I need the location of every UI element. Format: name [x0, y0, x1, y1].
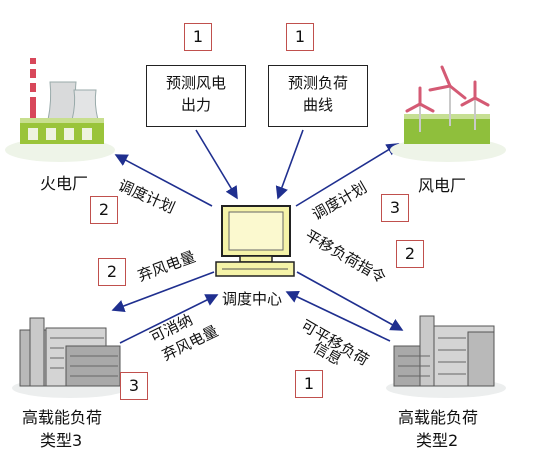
- wind-farm-label: 风电厂: [418, 176, 467, 195]
- badge-load-forecast: 1: [286, 23, 314, 51]
- computer-icon: [215, 205, 295, 277]
- wind-forecast-box: 预测风电 出力: [146, 65, 246, 127]
- thermal-plant-label: 火电厂: [40, 174, 89, 193]
- wind-farm-icon: [390, 65, 506, 162]
- arrow-schedule-wind: [295, 143, 400, 207]
- flow-arrows: [111, 129, 404, 344]
- load-forecast-line1: 预测负荷: [287, 74, 348, 92]
- badge-schedule-thermal: 2: [90, 196, 118, 224]
- badge-absorb: 3: [120, 372, 148, 400]
- load-type2-line2: 类型2: [416, 431, 459, 450]
- badge-shift-cmd: 2: [396, 240, 424, 268]
- factory-type2-icon: [386, 315, 506, 398]
- wind-forecast-line1: 预测风电: [165, 74, 226, 92]
- load-forecast-line2: 曲线: [302, 96, 333, 114]
- thermal-plant-icon: [5, 58, 115, 162]
- arrow-shift-cmd: [296, 271, 404, 331]
- arrow-schedule-thermal: [114, 154, 213, 207]
- arrow-shift-info: [285, 291, 391, 342]
- badge-shift-info: 1: [295, 370, 323, 398]
- badge-curtailment: 2: [98, 258, 126, 286]
- load-type2-line1: 高载能负荷: [398, 408, 479, 427]
- arrow-load-forecast: [275, 129, 304, 200]
- dispatch-center-label: 调度中心: [222, 290, 283, 308]
- badge-wind-forecast: 1: [184, 23, 212, 51]
- load-type3-line2: 类型3: [40, 431, 83, 450]
- arrow-absorb: [119, 294, 219, 344]
- load-forecast-box: 预测负荷 曲线: [268, 65, 368, 127]
- factory-type3-icon: [12, 317, 128, 398]
- load-type3-line1: 高载能负荷: [22, 408, 103, 427]
- arrow-curtailment: [111, 271, 215, 313]
- arrow-wind-forecast: [195, 129, 238, 200]
- wind-forecast-line2: 出力: [180, 96, 211, 114]
- badge-schedule-wind: 3: [381, 194, 409, 222]
